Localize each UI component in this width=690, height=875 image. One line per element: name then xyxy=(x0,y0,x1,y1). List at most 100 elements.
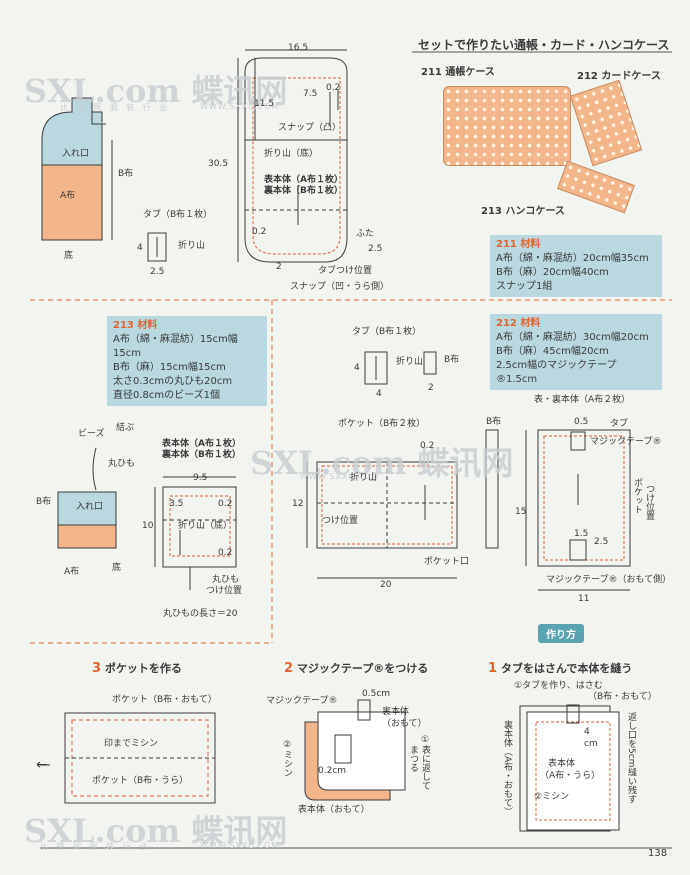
step-number: 2 xyxy=(284,661,294,676)
dim: 3.5 xyxy=(169,499,184,509)
dim: 0.5cm xyxy=(362,689,391,699)
dim: 0.2 xyxy=(218,499,233,509)
sew-label: ②ミシン xyxy=(282,740,292,777)
pocket-back-label: ポケット（B布・うら） xyxy=(92,776,189,786)
dim-width: 20 xyxy=(380,580,392,590)
dim: 4 xyxy=(584,727,590,737)
watermark: SXL.com 蝶讯网 xyxy=(250,444,514,482)
materials-212-line: B布（麻）45cm幅20cm xyxy=(496,346,609,357)
dim: 0.2 xyxy=(420,441,435,451)
magic-tape-label: マジックテープ® xyxy=(266,696,338,706)
watermark-url: WWW.SXXL.COM xyxy=(200,102,280,111)
watermark: SXL.com 蝶讯网 xyxy=(24,812,288,850)
materials-213-line: 直径0.8cmのビーズ1個 xyxy=(113,390,221,401)
step-number: 1 xyxy=(488,661,498,676)
omote-label: 表本体 xyxy=(548,759,576,769)
dim: 7.5 xyxy=(303,89,318,99)
knot-label: 結ぶ xyxy=(116,423,135,433)
illustration-b-label: B布 xyxy=(118,169,134,179)
page-title: セットで作りたい通帳・カード・ハンコケース xyxy=(418,38,670,52)
body-label: 裏本体（B布１枚） xyxy=(162,450,241,460)
tab-title: タブ（B布１枚） xyxy=(143,210,213,220)
fold-label: 折り山 xyxy=(178,241,206,251)
step-title-text: ポケットを作る xyxy=(104,662,182,675)
materials-211: 211 材料 A布（綿・麻混紡）20cm幅35cm B布（麻）20cm幅40cm… xyxy=(490,235,662,297)
snap-female-label: スナップ（凹・うら側） xyxy=(290,282,390,292)
dim-height: 12 xyxy=(292,499,304,509)
dim: 2 xyxy=(428,383,434,393)
product-label-213: 213 ハンコケース xyxy=(481,206,565,217)
illustration-bottom-label: 底 xyxy=(64,251,74,261)
ura-label: （おもて） xyxy=(382,719,427,729)
dim: 2.5 xyxy=(594,537,609,547)
dim-height: 30.5 xyxy=(208,159,229,169)
body-label: 表本体（A布１枚） xyxy=(264,175,343,185)
dim: 2 xyxy=(276,262,282,272)
ura-label: 裏本体（A布・おもて） xyxy=(502,720,512,817)
body-label: 裏本体（B布１枚） xyxy=(264,186,343,196)
watermark-url: WWW.SXXL.COM xyxy=(200,841,280,850)
step-number: 3 xyxy=(92,661,102,676)
dim: 4 xyxy=(137,243,143,253)
step-1-title: 1 タブをはさんで本体を縫う xyxy=(488,660,632,676)
cord-position-label: 丸ひも xyxy=(212,575,240,585)
b-omote-label: （B布・おもて） xyxy=(588,692,657,702)
body-title: 表・裏本体（A布２枚） xyxy=(534,395,631,405)
cord-position-label: つけ位置 xyxy=(206,586,243,596)
pocket-title: ポケット（B布２枚） xyxy=(338,419,426,429)
watermark: SXL.com 蝶讯网 xyxy=(24,72,288,110)
fold-back-label: ①表に返して xyxy=(420,735,430,790)
dim: 0.2 xyxy=(326,83,341,93)
position-label: つけ位置 xyxy=(322,516,359,526)
sew-label: 印までミシン xyxy=(104,739,159,749)
watermark-sub: 比 特 网 服 装 行 业 xyxy=(60,103,171,112)
materials-212-line: 2.5cm幅のマジックテープ®1.5cm xyxy=(496,360,617,385)
a-label: A布 xyxy=(64,567,80,577)
tab-label: タブ xyxy=(610,419,629,429)
illustration-pocket-label: 入れ口 xyxy=(62,149,90,159)
b-label: B布 xyxy=(444,355,460,365)
dim: 4 xyxy=(376,389,382,399)
product-label-212: 212 カードケース xyxy=(577,71,661,82)
pocket-label: 入れ口 xyxy=(76,502,104,512)
dim-height: 10 xyxy=(142,521,154,531)
step-title-text: マジックテープ®をつける xyxy=(296,662,429,675)
product-label-211: 211 通帳ケース xyxy=(421,67,495,78)
watermark-sub: 比 特 网 服 装 行 业 xyxy=(40,842,151,851)
step-2-title: 2 マジックテープ®をつける xyxy=(284,660,428,676)
fold-back-label: まつる xyxy=(408,745,418,772)
dim: 2.5 xyxy=(368,244,383,254)
cord-length-label: 丸ひもの長さ＝20 xyxy=(163,609,238,619)
materials-213-line: B布（麻）15cm幅15cm xyxy=(113,362,226,373)
dim: 0.2 xyxy=(218,548,233,558)
return-opening-label: 返し口を5cm縫い残す xyxy=(626,712,636,804)
tab-step-label: ①タブを作り、はさむ xyxy=(514,681,603,691)
ura-label: 裏本体 xyxy=(382,707,410,717)
pocket-front-label: ポケット（B布・おもて） xyxy=(112,695,217,705)
fold-label: 折り山 xyxy=(396,357,424,367)
b-label: B布 xyxy=(486,417,502,427)
body-label: 表本体（A布１枚） xyxy=(162,439,241,449)
materials-211-line: B布（麻）20cm幅40cm xyxy=(496,267,609,278)
dim: 11.5 xyxy=(254,99,275,109)
dim-width: 16.5 xyxy=(288,43,309,53)
beads-label: ビーズ xyxy=(78,429,105,439)
lid-label: ふた xyxy=(356,229,375,239)
b-label: B布 xyxy=(36,497,52,507)
pocket-position-label: ポケット xyxy=(632,478,642,514)
dim-height: 15 xyxy=(515,507,527,517)
how-to-label: 作り方 xyxy=(538,624,584,643)
dim: 4 xyxy=(354,363,360,373)
snap-male-label: スナップ（凸） xyxy=(278,123,342,133)
magic-tape-label: マジックテープ®（おもて側） xyxy=(546,575,672,585)
fold-label: 折り山 xyxy=(350,473,378,483)
omote-label: （A布・うら） xyxy=(540,771,601,781)
materials-213-title: 213 材料 xyxy=(113,320,158,331)
materials-211-title: 211 材料 xyxy=(496,239,541,250)
pocket-mouth-label: ポケット口 xyxy=(424,557,470,567)
fold-label: 折り山（底） xyxy=(264,149,319,159)
magic-tape-label: マジックテープ® xyxy=(590,437,662,447)
passbook-case-photo xyxy=(443,86,571,166)
omote-label: 表本体（おもて） xyxy=(298,805,370,815)
